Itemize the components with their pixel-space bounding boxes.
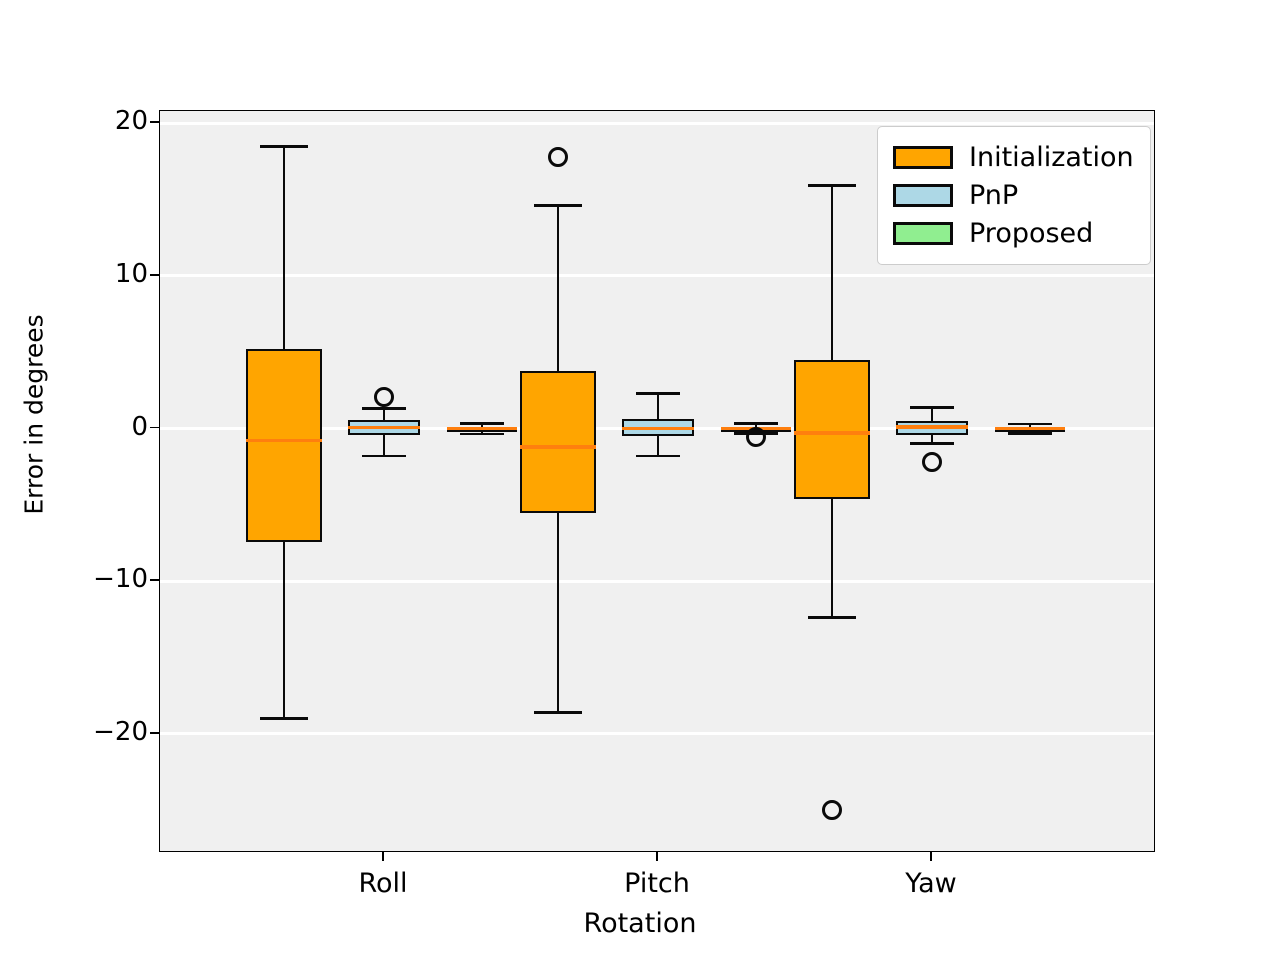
outlier-marker [922, 452, 942, 473]
cap-upper [460, 421, 504, 425]
median-line [794, 431, 870, 435]
y-tick-mark [150, 579, 159, 582]
legend-swatch-proposed [893, 221, 953, 245]
median-line [520, 445, 596, 449]
cap-lower [534, 711, 582, 714]
x-tick-label: Yaw [905, 868, 957, 899]
y-tick-mark [150, 426, 159, 429]
cap-lower [909, 442, 955, 446]
box-initialization-yaw [794, 359, 870, 499]
median-line [348, 426, 420, 430]
gridline [160, 579, 1154, 583]
whisker-upper [830, 185, 834, 360]
x-tick-mark [382, 852, 384, 861]
y-tick-label: −10 [93, 564, 148, 595]
cap-lower [460, 432, 504, 436]
cap-upper [909, 405, 955, 409]
y-tick-label: 10 [114, 258, 148, 289]
legend-item[interactable]: Proposed [893, 214, 1134, 252]
cap-upper [361, 407, 407, 411]
y-tick-label: −20 [93, 716, 148, 747]
x-axis-label: Rotation [583, 908, 697, 939]
legend-label-pnp: PnP [969, 179, 1019, 211]
x-tick-mark [656, 852, 658, 861]
cap-lower [361, 454, 407, 458]
x-tick-mark [930, 852, 932, 861]
x-tick-label: Roll [358, 868, 408, 899]
cap-upper [734, 422, 778, 425]
cap-upper [808, 184, 856, 188]
whisker-upper [754, 423, 758, 428]
whisker-upper [556, 205, 560, 371]
gridline [160, 732, 1154, 736]
box-initialization-roll [246, 349, 322, 542]
legend-swatch-initialization [893, 145, 953, 169]
whisker-lower [930, 434, 934, 444]
whisker-upper [930, 407, 934, 421]
outlier-marker [746, 426, 766, 447]
legend-label-initialization: Initialization [969, 141, 1134, 173]
legend: Initialization PnP Proposed [877, 126, 1151, 265]
y-tick-label: 0 [131, 411, 148, 442]
box-initialization-pitch [520, 370, 596, 513]
outlier-marker [548, 146, 568, 167]
whisker-upper [1028, 423, 1032, 428]
legend-swatch-pnp [893, 183, 953, 207]
outlier-marker [374, 386, 394, 407]
whisker-upper [480, 423, 484, 428]
y-axis-label: Error in degrees [19, 314, 49, 515]
whisker-upper [656, 393, 660, 420]
x-tick-label: Pitch [624, 868, 690, 899]
whisker-lower [382, 434, 386, 457]
whisker-upper [382, 408, 386, 421]
legend-item[interactable]: PnP [893, 176, 1134, 214]
cap-upper [260, 144, 308, 148]
cap-lower [260, 717, 308, 721]
cap-upper [1008, 422, 1052, 426]
y-tick-mark [150, 121, 159, 124]
median-line [622, 426, 694, 431]
gridline [160, 121, 1154, 125]
cap-upper [635, 392, 681, 395]
y-tick-mark [150, 273, 159, 276]
whisker-lower [830, 498, 834, 618]
y-tick-mark [150, 732, 159, 734]
median-line [447, 426, 517, 431]
cap-lower [635, 454, 681, 458]
median-line [896, 425, 968, 429]
cap-lower [808, 616, 856, 620]
legend-label-proposed: Proposed [969, 217, 1094, 249]
outlier-marker [822, 800, 842, 821]
cap-upper [534, 204, 582, 208]
median-line [246, 439, 322, 443]
whisker-lower [282, 541, 286, 719]
gridline [160, 274, 1154, 278]
whisker-upper [282, 146, 286, 350]
legend-item[interactable]: Initialization [893, 138, 1134, 176]
median-line [995, 426, 1065, 431]
whisker-lower [556, 512, 560, 713]
cap-lower [1008, 431, 1052, 435]
whisker-lower [656, 436, 660, 457]
y-tick-label: 20 [114, 106, 148, 137]
